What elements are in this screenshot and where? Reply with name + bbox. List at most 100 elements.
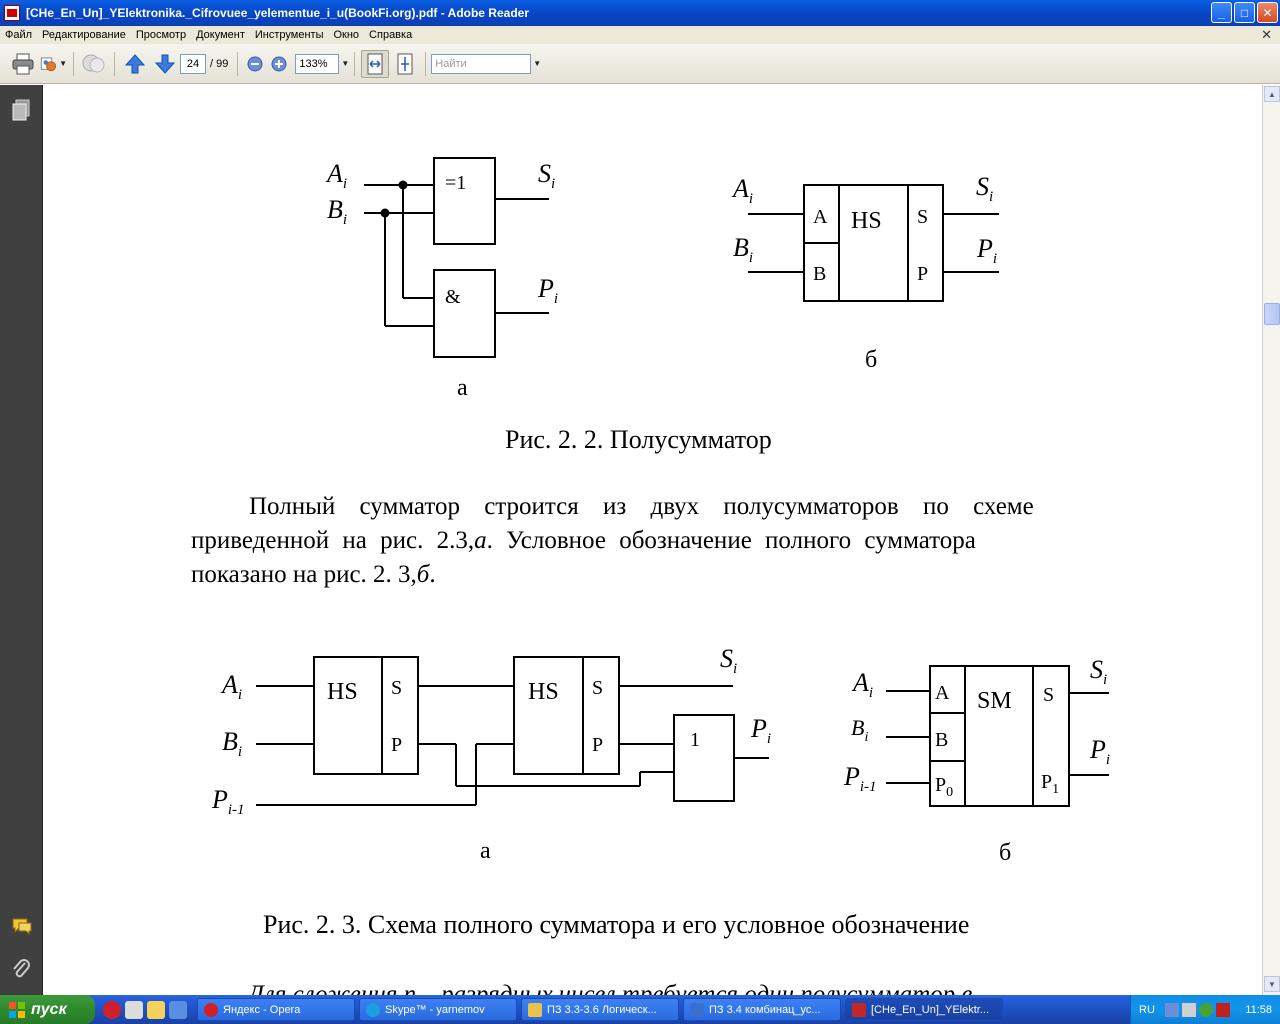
menu-file[interactable]: Файл bbox=[5, 29, 33, 41]
label-ai: Ai bbox=[325, 159, 347, 192]
attachments-icon[interactable] bbox=[11, 957, 31, 981]
minimize-button[interactable]: _ bbox=[1211, 2, 1232, 23]
hs-output-p: P bbox=[917, 263, 928, 285]
task-folder[interactable]: ПЗ 3.3-3.6 Логическ... bbox=[521, 998, 679, 1021]
menu-edit[interactable]: Редактирование bbox=[42, 29, 126, 41]
share-dropdown-icon[interactable]: ▼ bbox=[59, 59, 67, 68]
label-bi: Bi bbox=[222, 727, 242, 760]
share-button[interactable]: ▼ bbox=[39, 50, 67, 78]
volume-icon[interactable] bbox=[1181, 1002, 1196, 1017]
show-desktop-icon[interactable] bbox=[169, 1000, 187, 1019]
zoom-level-input[interactable]: 133% bbox=[295, 53, 340, 74]
subfigure-b: б bbox=[999, 840, 1011, 866]
menu-help[interactable]: Справка bbox=[369, 29, 413, 41]
clock-quick-icon[interactable] bbox=[147, 1000, 165, 1019]
or-gate bbox=[673, 714, 735, 802]
figure-2-3-caption: Рис. 2. 3. Схема полного сумматора и его… bbox=[263, 910, 970, 939]
task-skype[interactable]: Skype™ - yarnemov bbox=[359, 998, 517, 1021]
clock: 11:58 bbox=[1245, 1003, 1272, 1016]
partial-next-line: Для сложения n – разрядных чисел требует… bbox=[248, 981, 973, 995]
body-paragraph: Полный сумматор строится из двух полусум… bbox=[191, 490, 1116, 592]
toolbar-separator bbox=[73, 51, 74, 76]
subfigure-a: а bbox=[480, 838, 491, 864]
page-number-input[interactable]: 24 bbox=[180, 53, 206, 74]
xor-gate-label: =1 bbox=[445, 172, 466, 194]
search-input[interactable]: Найти bbox=[431, 53, 532, 74]
previous-page-button[interactable] bbox=[121, 50, 149, 78]
vertical-scrollbar[interactable]: ▲ ▼ bbox=[1262, 85, 1280, 995]
pdf-icon bbox=[852, 1002, 866, 1017]
label-bi: Bi bbox=[327, 195, 347, 228]
scroll-down-icon[interactable]: ▼ bbox=[1264, 976, 1280, 992]
fit-width-button[interactable] bbox=[361, 49, 390, 78]
navigation-panel bbox=[0, 85, 42, 995]
toolbar-separator bbox=[354, 51, 356, 76]
menu-document[interactable]: Документ bbox=[196, 29, 245, 41]
start-button[interactable]: пуск bbox=[0, 995, 95, 1024]
label-si: Si bbox=[720, 644, 737, 677]
shield-icon[interactable] bbox=[1198, 1002, 1213, 1017]
toolbar-separator bbox=[114, 51, 115, 76]
document-close-icon[interactable]: ✕ bbox=[1261, 27, 1272, 42]
and-gate-label: & bbox=[445, 286, 461, 308]
paragraph-line-1: Полный сумматор строится из двух полусум… bbox=[249, 493, 1034, 520]
hs-label: HS bbox=[851, 208, 882, 234]
menu-view[interactable]: Просмотр bbox=[135, 29, 187, 41]
sm-input-b: B bbox=[935, 729, 948, 751]
pages-icon[interactable] bbox=[11, 99, 31, 121]
label-pi: Pi bbox=[976, 234, 997, 267]
maximize-button[interactable]: □ bbox=[1234, 2, 1255, 23]
sm-input-p0: P0 bbox=[935, 774, 953, 800]
zoom-out-button[interactable] bbox=[244, 50, 266, 78]
zoom-in-icon bbox=[271, 56, 287, 71]
paragraph-line-3: показано на рис. 2. 3,б. bbox=[191, 561, 436, 588]
task-word[interactable]: ПЗ 3.4 комбинац_ус... bbox=[683, 998, 841, 1021]
document-quick-icon[interactable] bbox=[125, 1000, 143, 1019]
search-dropdown-icon[interactable]: ▼ bbox=[533, 59, 542, 68]
comments-icon[interactable] bbox=[11, 917, 33, 937]
share-icon bbox=[40, 57, 56, 71]
xor-gate bbox=[433, 157, 496, 245]
document-page[interactable]: Ai Bi =1 & Si Pi а Ai Bi A B HS S P Si P… bbox=[42, 85, 1262, 995]
page-total: / 99 bbox=[210, 57, 229, 70]
print-button[interactable] bbox=[9, 50, 37, 78]
scroll-up-icon[interactable]: ▲ bbox=[1264, 86, 1280, 102]
hs1-label: HS bbox=[327, 679, 358, 705]
hs-input-b: B bbox=[813, 263, 826, 285]
network-icon[interactable] bbox=[1164, 1002, 1179, 1017]
label-pi: Pi bbox=[537, 274, 558, 307]
zoom-in-button[interactable] bbox=[268, 50, 290, 78]
hs2-label: HS bbox=[528, 679, 559, 705]
fit-page-button[interactable] bbox=[391, 50, 419, 78]
menu-window[interactable]: Окно bbox=[333, 29, 360, 41]
and-gate bbox=[433, 269, 496, 358]
label-bi: Bi bbox=[851, 715, 868, 745]
scrollbar-thumb[interactable] bbox=[1264, 303, 1280, 325]
error-icon[interactable] bbox=[1215, 1002, 1230, 1017]
label-si: Si bbox=[538, 159, 555, 192]
label-si: Si bbox=[976, 172, 993, 205]
subfigure-b: б bbox=[865, 347, 877, 373]
label-pi: Pi bbox=[750, 714, 771, 747]
printer-icon bbox=[12, 53, 34, 74]
opera-quick-icon[interactable] bbox=[103, 1000, 121, 1019]
taskbar: пуск Яндекс - Opera Skype™ - yarnemov ПЗ… bbox=[0, 995, 1280, 1024]
label-bi: Bi bbox=[733, 233, 753, 266]
close-button[interactable]: ✕ bbox=[1257, 2, 1278, 23]
collaborate-button[interactable] bbox=[80, 50, 108, 78]
fit-page-icon bbox=[397, 53, 413, 74]
window-title-bar[interactable]: [CHe_En_Un]_YElektronika._Cifrovuee_yele… bbox=[0, 0, 1280, 26]
task-opera[interactable]: Яндекс - Opera bbox=[197, 998, 355, 1021]
window-controls: _ □ ✕ bbox=[1211, 2, 1278, 23]
task-adobe-reader[interactable]: [CHe_En_Un]_YElektr... bbox=[845, 998, 1003, 1021]
hs-output-s: S bbox=[917, 206, 928, 228]
language-indicator[interactable]: RU bbox=[1139, 1003, 1155, 1016]
half-adder-2 bbox=[513, 656, 620, 775]
label-ai: Ai bbox=[731, 174, 753, 207]
label-ai: Ai bbox=[851, 668, 873, 701]
junction-dot bbox=[380, 208, 390, 218]
zoom-dropdown-icon[interactable]: ▼ bbox=[341, 59, 350, 68]
word-icon bbox=[690, 1002, 704, 1017]
next-page-button[interactable] bbox=[151, 50, 179, 78]
menu-tools[interactable]: Инструменты bbox=[254, 29, 324, 41]
